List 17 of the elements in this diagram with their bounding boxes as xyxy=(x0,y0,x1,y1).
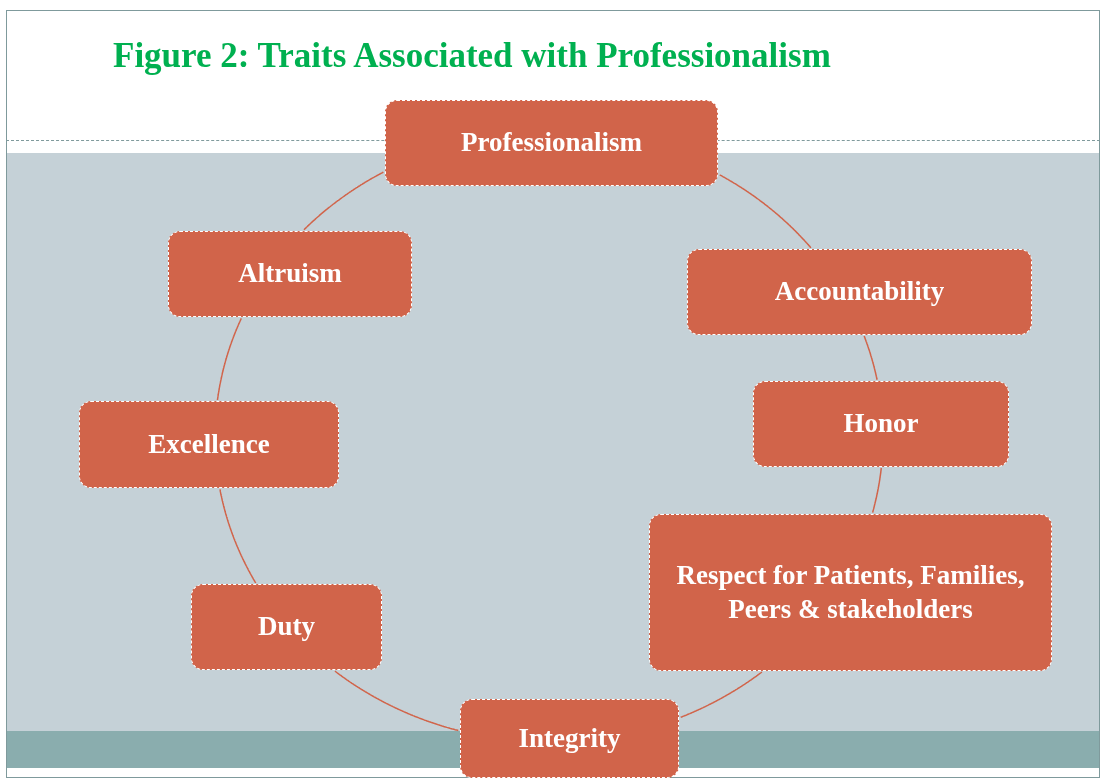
trait-box: Honor xyxy=(753,381,1009,467)
trait-box: Excellence xyxy=(79,401,339,488)
connector-arc xyxy=(216,317,243,401)
trait-box: Respect for Patients, Families, Peers & stakeholders xyxy=(649,514,1052,671)
trait-box: Integrity xyxy=(460,699,679,778)
trait-box: Accountability xyxy=(687,249,1032,335)
connector-arc xyxy=(219,488,257,584)
connector-arc xyxy=(718,174,812,249)
trait-box: Duty xyxy=(191,584,382,670)
title: Figure 2: Traits Associated with Professionalism xyxy=(113,35,831,77)
connector-arc xyxy=(871,467,883,514)
connector-arc xyxy=(679,671,763,719)
connector-arc xyxy=(334,670,460,732)
trait-box: Professionalism xyxy=(385,100,718,186)
trait-box: Altruism xyxy=(168,231,412,317)
connector-arc xyxy=(303,171,385,231)
connector-arc xyxy=(863,335,878,381)
